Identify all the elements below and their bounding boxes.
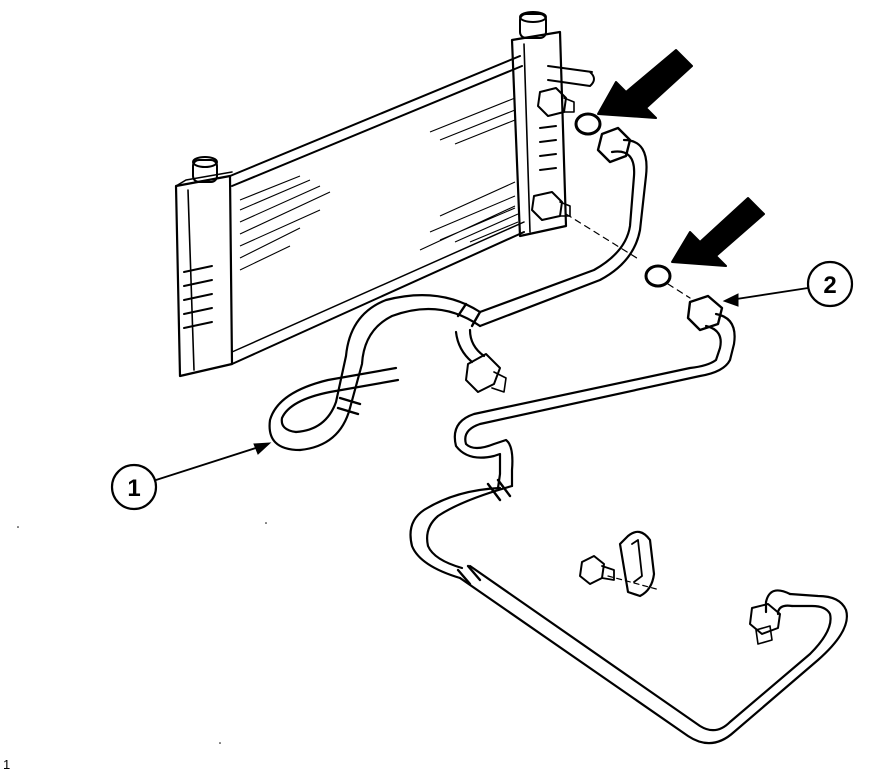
- radiator-upper-fitting: [537, 87, 575, 117]
- upper-line-fitting: [465, 353, 507, 393]
- page-number: 1: [3, 757, 11, 772]
- callout-2-label: 2: [823, 272, 836, 299]
- callout-2: 2: [722, 260, 854, 308]
- radiator-left-tank: [174, 156, 234, 378]
- arrow-indicator-icon: [671, 197, 765, 267]
- callout-1: 1: [110, 442, 272, 511]
- radiator-right-tank: [510, 11, 595, 238]
- radiator-lower-fitting: [531, 191, 571, 221]
- lower-o-ring: [644, 264, 672, 288]
- cooler-line-upper: [268, 138, 648, 452]
- cooler-line-lower: [409, 312, 848, 745]
- radiator: [174, 11, 595, 378]
- upper-line-nut: [596, 126, 632, 164]
- lower-line-nut: [686, 294, 724, 332]
- arrow-indicator-icon: [597, 49, 693, 119]
- bracket-bolt: [579, 555, 615, 585]
- line-bracket: [607, 530, 661, 598]
- radiator-core: [229, 55, 525, 365]
- callout-1-label: 1: [127, 475, 140, 502]
- lower-line-fitting: [749, 603, 781, 645]
- upper-o-ring: [574, 112, 602, 136]
